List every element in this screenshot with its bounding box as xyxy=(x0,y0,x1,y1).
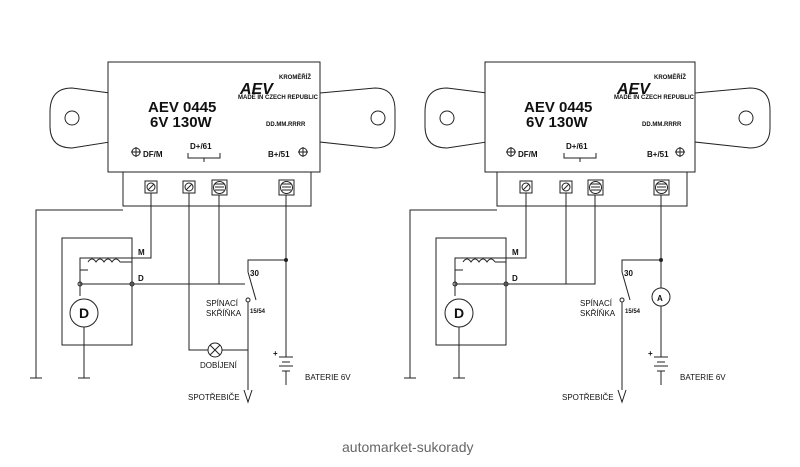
left-diagram: AEV KROMĚŘÍŽ MADE IN CZECH REPUBLIC AEV … xyxy=(30,61,396,404)
right-model: AEV 0445 xyxy=(524,99,592,116)
right-ammeter-label: A xyxy=(657,294,663,303)
right-switch-name-2: SKŘÍŇKA xyxy=(580,309,616,318)
left-label-m: M xyxy=(138,248,145,257)
right-made-in: MADE IN CZECH REPUBLIC xyxy=(614,95,695,101)
left-motor-label: D xyxy=(79,305,89,321)
right-switch-name-1: SPÍNACÍ xyxy=(580,299,613,308)
left-date-code: DD.MM.RRRR xyxy=(266,122,306,128)
left-switch-name-2: SKŘÍŇKA xyxy=(206,309,242,318)
left-d61-wire xyxy=(188,193,208,351)
left-terminal-dfm: DF/M xyxy=(143,150,163,159)
left-lamp-label: DOBÍJENÍ xyxy=(200,361,238,370)
left-model: AEV 0445 xyxy=(148,99,216,116)
right-bracket-left xyxy=(424,87,488,149)
right-regulator-housing xyxy=(484,61,696,173)
right-field-coil xyxy=(462,258,496,263)
left-battery-label: BATERIE 6V xyxy=(305,373,351,382)
left-bracket-right xyxy=(319,87,396,149)
left-load-label: SPOTŘEBIČE xyxy=(188,393,240,402)
left-m-wire xyxy=(79,193,152,271)
left-switch xyxy=(247,271,257,301)
right-label-d: D xyxy=(512,274,518,283)
right-battery xyxy=(654,356,668,385)
right-switch xyxy=(621,271,631,301)
right-battery-plus: + xyxy=(648,349,653,358)
right-battery-label: BATERIE 6V xyxy=(680,373,726,382)
right-m-wire xyxy=(454,193,527,271)
right-generator-frame xyxy=(435,237,507,346)
left-battery-plus: + xyxy=(273,349,278,358)
right-logo: AEV xyxy=(616,81,651,98)
right-switch-1554: 15/54 xyxy=(625,309,641,315)
left-made-in: MADE IN CZECH REPUBLIC xyxy=(238,95,319,101)
left-d-wire xyxy=(79,270,245,285)
right-brand-city: KROMĚŘÍŽ xyxy=(654,73,686,81)
right-label-m: M xyxy=(512,248,519,257)
left-switch-1554: 15/54 xyxy=(250,309,266,315)
left-ground-wire xyxy=(30,209,123,379)
right-bracket-right xyxy=(694,87,771,149)
right-terminal-dfm: DF/M xyxy=(518,150,538,159)
right-rating: 6V 130W xyxy=(526,114,589,131)
left-b51-wire xyxy=(247,195,287,272)
left-load-arrow xyxy=(243,389,253,404)
right-date-code: DD.MM.RRRR xyxy=(642,122,682,128)
left-terminal-screws xyxy=(144,179,295,196)
left-field-coil xyxy=(87,258,121,263)
right-switch-30: 30 xyxy=(624,269,633,278)
left-logo: AEV xyxy=(239,81,274,98)
right-motor-label: D xyxy=(454,305,464,321)
right-b51-wire xyxy=(621,195,662,272)
right-ground-wire xyxy=(404,209,497,379)
right-load-arrow xyxy=(617,389,627,404)
left-generator-frame xyxy=(61,237,133,346)
right-terminal-d61: D+/61 xyxy=(566,142,588,151)
right-terminal-b51: B+/51 xyxy=(647,150,669,159)
watermark: automarket-sukorady xyxy=(342,439,474,455)
left-terminal-b51: B+/51 xyxy=(268,150,290,159)
left-brand-city: KROMĚŘÍŽ xyxy=(279,73,311,81)
left-regulator-housing xyxy=(107,61,321,173)
right-load-label: SPOTŘEBIČE xyxy=(562,393,614,402)
left-terminal-d61: D+/61 xyxy=(190,142,212,151)
right-d-wire xyxy=(454,195,596,285)
left-label-d: D xyxy=(138,274,144,283)
right-diagram: AEV KROMĚŘÍŽ MADE IN CZECH REPUBLIC AEV … xyxy=(404,61,771,404)
left-switch-name-1: SPÍNACÍ xyxy=(206,299,239,308)
left-rating: 6V 130W xyxy=(150,114,213,131)
left-bracket-left xyxy=(49,87,111,149)
left-switch-30: 30 xyxy=(250,269,259,278)
left-battery xyxy=(279,356,293,385)
